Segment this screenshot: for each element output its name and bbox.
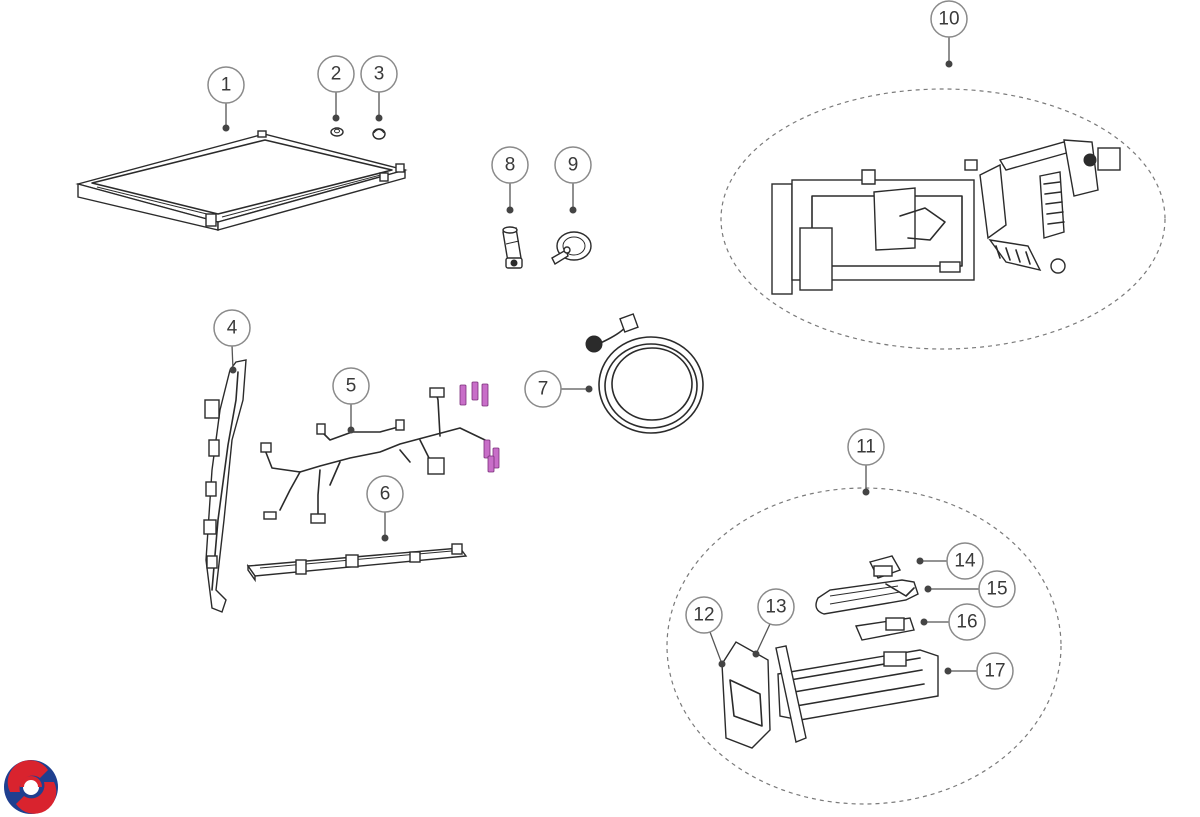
svg-text:8: 8 [505, 155, 516, 176]
callout-6: 6 [366, 475, 404, 513]
part-9-pump-seal [551, 231, 592, 265]
callout-1: 1 [207, 66, 245, 104]
svg-text:11: 11 [856, 437, 876, 458]
callout-9: 9 [554, 146, 592, 184]
callout-13: 13 [757, 588, 795, 626]
svg-text:15: 15 [986, 579, 1007, 600]
part-6-bottom-rail [246, 543, 468, 583]
svg-text:17: 17 [984, 661, 1005, 682]
svg-text:12: 12 [693, 605, 714, 626]
brand-logo-icon [4, 760, 58, 814]
leader-lines [222, 37, 979, 675]
callout-10: 10 [930, 0, 968, 38]
svg-text:10: 10 [938, 9, 959, 30]
svg-text:4: 4 [227, 318, 238, 339]
connector-d [483, 439, 491, 459]
group-11-detergent-drawer-assembly [666, 487, 1062, 805]
svg-text:1: 1 [221, 75, 232, 96]
svg-text:7: 7 [538, 379, 549, 400]
connector-b [471, 381, 479, 401]
part-5-wire-harness [260, 381, 500, 524]
part-15-drawer-tray [815, 579, 919, 615]
group-10-tub-assembly [720, 88, 1166, 350]
svg-text:14: 14 [954, 551, 976, 572]
part-8-valve [502, 226, 523, 269]
callout-11: 11 [847, 428, 885, 466]
part-16-insert [854, 617, 915, 641]
part-2-washer [330, 127, 344, 137]
callout-12: 12 [685, 596, 723, 634]
connector-f [487, 455, 495, 473]
callout-14: 14 [946, 542, 984, 580]
part-14-siphon-cap [868, 555, 902, 579]
part-4-side-rail [203, 359, 247, 613]
svg-text:6: 6 [380, 484, 391, 505]
callout-2: 2 [317, 55, 355, 93]
connector-a [459, 384, 467, 406]
svg-text:16: 16 [956, 612, 977, 633]
part-12-drawer-front [721, 641, 771, 749]
callout-7: 7 [524, 370, 562, 408]
svg-text:3: 3 [374, 64, 385, 85]
callout-17: 17 [976, 652, 1014, 690]
callout-3: 3 [360, 55, 398, 93]
svg-text:2: 2 [331, 64, 342, 85]
callout-4: 4 [213, 309, 251, 347]
part-1-top-frame [75, 130, 408, 231]
callout-5: 5 [332, 367, 370, 405]
callout-16: 16 [948, 603, 986, 641]
part-3-cap [372, 128, 386, 140]
callout-8: 8 [491, 146, 529, 184]
svg-text:5: 5 [346, 376, 357, 397]
callout-15: 15 [978, 570, 1016, 608]
part-7-drain-hose [585, 313, 704, 434]
svg-text:13: 13 [765, 597, 786, 618]
svg-text:9: 9 [568, 155, 579, 176]
part-17-drawer-housing [775, 645, 939, 743]
connector-c [481, 383, 489, 407]
